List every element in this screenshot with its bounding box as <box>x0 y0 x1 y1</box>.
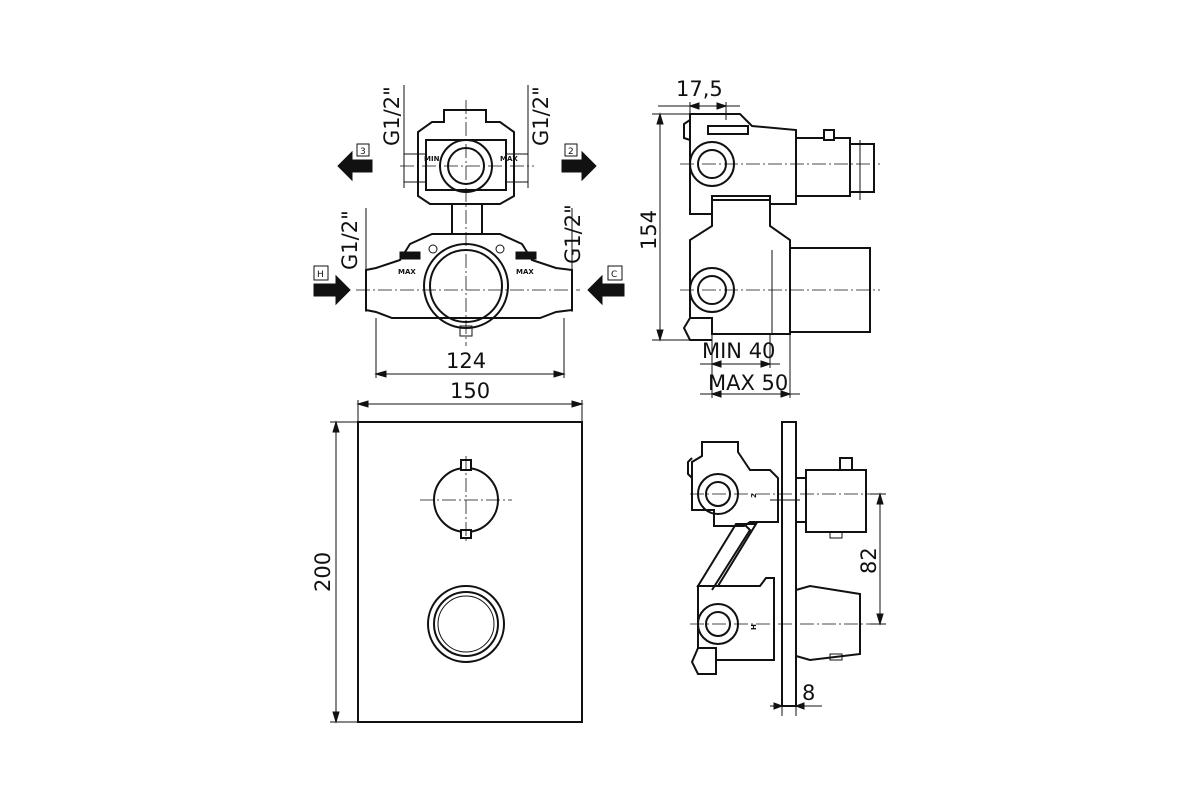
dimension-17-5-label: 17,5 <box>676 77 723 101</box>
outlet-3-label: 3 <box>360 147 366 157</box>
flow-arrow-cold-inlet: C <box>587 265 625 306</box>
min-40-label: MIN 40 <box>702 339 775 363</box>
dimension-150-label: 150 <box>450 379 490 403</box>
cover-plate-front <box>357 421 583 723</box>
dimension-8-label: 8 <box>802 681 815 705</box>
thread-label-mid-right: G1/2" <box>561 204 585 264</box>
max-50-label: MAX 50 <box>708 371 788 395</box>
thread-label-top-right: G1/2" <box>529 86 553 146</box>
thread-label-mid-left: G1/2" <box>338 210 362 270</box>
dimension-min-max: MIN 40 MAX 50 <box>700 334 800 398</box>
max-marking-top-right: MAX <box>500 155 518 163</box>
dimension-200-label: 200 <box>311 552 335 592</box>
thread-label-top-left: G1/2" <box>380 86 404 146</box>
max-marking-right: MAX <box>516 268 534 276</box>
dimension-154: 154 <box>637 112 690 342</box>
hot-label: H <box>317 270 324 280</box>
assembly-side-view: 2 H <box>687 421 880 707</box>
dimension-124: 124 <box>374 318 566 378</box>
dimension-82: 82 <box>857 492 886 626</box>
dimension-82-label: 82 <box>857 547 881 574</box>
cold-label: C <box>611 270 617 280</box>
dimension-17-5: 17,5 <box>658 77 740 120</box>
valve-body-side-view <box>680 113 880 341</box>
dimension-150: 150 <box>356 379 584 422</box>
flow-arrow-hot-inlet: H <box>313 265 351 306</box>
side-marking-h: H <box>750 624 758 630</box>
flow-arrow-outlet-2: 2 <box>561 143 597 182</box>
dimension-8: 8 <box>770 681 822 716</box>
thread-dimensions: G1/2" G1/2" G1/2" G1/2" <box>338 85 585 312</box>
dimension-200: 200 <box>311 420 358 724</box>
min-marking-top-left: MIN <box>424 155 440 163</box>
outlet-2-label: 2 <box>568 147 574 157</box>
side-marking-2: 2 <box>750 493 758 498</box>
max-marking-left: MAX <box>398 268 416 276</box>
dimension-154-label: 154 <box>637 210 661 250</box>
dimension-124-label: 124 <box>446 349 486 373</box>
flow-arrow-outlet-3: 3 <box>337 143 373 182</box>
